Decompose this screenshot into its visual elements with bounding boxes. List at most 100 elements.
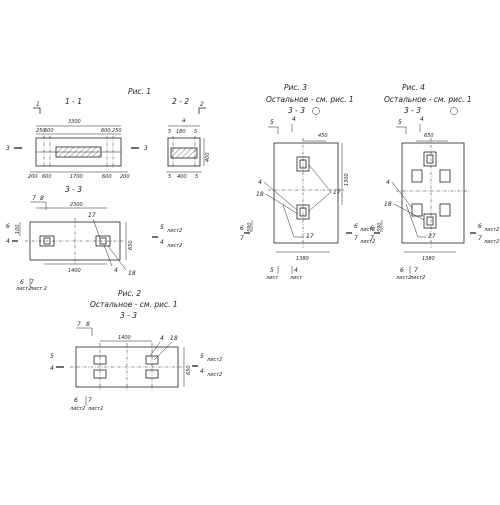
fig3-callout-17-a: 17: [333, 189, 341, 196]
dim-top-1: 600: [44, 128, 54, 134]
fig3-section: 3 - 3: [288, 106, 305, 115]
fig4-top-4: 4: [420, 116, 424, 123]
callout-4: 4: [114, 267, 118, 274]
dim-top-3: 250: [112, 128, 122, 134]
figure-1: Рис. 1 1 - 1 1 3300 250 600 600 250 3: [6, 87, 211, 292]
dim-2-2-top-2: 5: [194, 129, 197, 135]
cut-3-left-label: 3: [6, 145, 10, 152]
fig2-dim-side: 650: [186, 365, 192, 375]
section-2-2-hatch: [170, 147, 198, 159]
fig3-callout-18: 18: [256, 191, 264, 198]
dim-a: a: [182, 117, 186, 124]
fig2-slot-tl: [93, 355, 107, 365]
fig2-slot-tr: [145, 355, 159, 365]
fig3-dim-left: 590: [247, 222, 253, 232]
fig2-left-4: 4: [50, 365, 54, 372]
dim-2-2-top-0: 5: [168, 129, 171, 135]
bottom-6-sheet: лист2: [15, 286, 31, 292]
fig2-side-5-sheet: лист2: [206, 357, 222, 363]
fig4-dim-top: 650: [424, 133, 434, 139]
fig4-slot-left: [411, 169, 423, 183]
fig2-title: Рис. 2: [118, 289, 141, 298]
bottom-6: 6: [20, 279, 24, 286]
fig3-bottom-5-sheet: лист: [265, 275, 279, 281]
fig2-bottom-6: 6: [74, 397, 78, 404]
fig4-title: Рис. 4: [402, 83, 425, 92]
dim-2-2-side: 400: [205, 152, 211, 162]
fig4-right-6-sheet: лист2: [483, 227, 499, 233]
figure-4: Рис. 4 Остальное - см. рис. 1 3 - 3 5 4 …: [370, 83, 499, 281]
fig3-slot-top: [296, 156, 310, 172]
fig2-dim-top: 1400: [118, 335, 131, 341]
fig4-right-7: 7: [478, 235, 482, 242]
left-4: 4: [6, 238, 10, 245]
fig3-right-7-sheet: лист2: [359, 239, 375, 245]
section-1-1: 1 - 1 1 3300 250 600 600 250 3 3: [6, 97, 148, 180]
fig3-dim-bottom: 1380: [296, 256, 309, 262]
fig3-plan-outline: [273, 142, 339, 244]
fig2-side-4-sheet: лист2: [206, 372, 222, 378]
side-5: 5: [160, 224, 164, 231]
fig4-plan-outline: [401, 142, 465, 244]
fig3-dim-top: 450: [318, 133, 328, 139]
dim-bottom-2: 1700: [70, 174, 83, 180]
fig4-top-5: 5: [398, 119, 402, 126]
fig4-left-6: 6: [370, 225, 374, 232]
side-4-sheet: лист2: [166, 243, 182, 249]
fig3-circle-mark: [312, 107, 320, 115]
fig2-bottom-7: 7: [88, 397, 92, 404]
side-4: 4: [160, 239, 164, 246]
fig3-top-4: 4: [292, 116, 296, 123]
fig2-callout-18: 18: [170, 335, 178, 342]
section-1-1-label: 1 - 1: [65, 97, 82, 106]
fig3-note: Остальное - см. рис. 1: [266, 95, 354, 104]
fig2-bottom-6-sheet: лист2: [69, 406, 85, 412]
fig4-right-7-sheet: лист2: [483, 239, 499, 245]
fig4-callout-17: 17: [428, 233, 436, 240]
dim-bottom-3: 600: [102, 174, 112, 180]
section-2-2: 2 - 2 2 a 5 180 5 400 5 400 5: [166, 97, 211, 180]
fig3-title: Рис. 3: [284, 83, 307, 92]
plan-slot-right: [95, 235, 111, 247]
dim-2-2-bottom-0: 5: [168, 174, 171, 180]
plan-dim-top: 2300: [70, 202, 83, 208]
fig4-left-7: 7: [370, 235, 374, 242]
section-2-2-outline: [167, 137, 201, 167]
dim-2-2-top-1: 180: [176, 129, 186, 135]
plan-slot-left: [39, 235, 55, 247]
fig3-right-7: 7: [354, 235, 358, 242]
fig3-dim-side: 1300: [344, 173, 350, 186]
fig4-section: 3 - 3: [404, 106, 421, 115]
fig4-note: Остальное - см. рис. 1: [384, 95, 472, 104]
fig3-right-6: 6: [354, 223, 358, 230]
fig4-bottom-6-sheet: лист2: [395, 275, 411, 281]
fig4-dim-bottom: 1380: [422, 256, 435, 262]
fig2-slot-br: [145, 369, 159, 379]
fig4-callout-4: 4: [386, 179, 390, 186]
figure-3: Рис. 3 Остальное - см. рис. 1 3 - 3 5 4 …: [240, 83, 375, 281]
fig4-slot-right: [439, 169, 451, 183]
dim-2-2-bottom-1: 400: [177, 174, 187, 180]
fig3-callout-17-b: 17: [306, 233, 314, 240]
dim-top-0: 250: [36, 128, 46, 134]
fig4-slot-bottom: [423, 213, 437, 229]
cut-1-label: 1: [36, 101, 40, 108]
bottom-7: 7: [30, 279, 34, 286]
bottom-7-sheet: лист 2: [29, 286, 47, 292]
fig3-right-6-sheet: лист2: [359, 227, 375, 233]
fig3-top-5: 5: [270, 119, 274, 126]
cut-2-mark: [198, 107, 206, 114]
fig2-callout-4: 4: [160, 335, 164, 342]
cut-2-label: 2: [200, 101, 204, 108]
fig4-dim-left: 590: [377, 222, 383, 232]
side-5-sheet: лист2: [166, 228, 182, 234]
cut-1-mark: [33, 107, 41, 114]
callout-7: 7: [32, 195, 36, 202]
fig2-note: Остальное - см. рис. 1: [90, 300, 178, 309]
fig2-plan-outline: [75, 346, 179, 388]
callout-8: 8: [40, 195, 44, 202]
fig2-side-4: 4: [200, 368, 204, 375]
section-2-2-label: 2 - 2: [172, 97, 189, 106]
